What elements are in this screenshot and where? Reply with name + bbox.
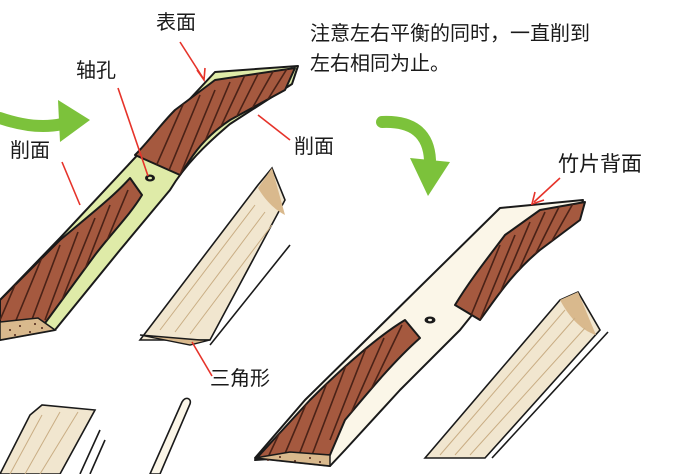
- bamboo-stick-bottom: [149, 397, 192, 474]
- label-cut-face-left: 削面: [10, 138, 50, 162]
- instruction-line-1: 注意左右平衡的同时，一直削到: [310, 21, 590, 45]
- right-propeller-blade: [254, 199, 586, 467]
- label-axle-hole: 轴孔: [76, 58, 116, 82]
- right-end-speckles: [267, 456, 321, 463]
- left-blade-end: [0, 317, 57, 341]
- label-cut-face-right: 削面: [294, 134, 334, 158]
- leader-cut-face-left: [61, 161, 81, 206]
- bamboo-strip-bottom-left: [0, 404, 106, 474]
- bamboo-strip-center: [138, 166, 291, 346]
- right-upper-cut-face: [454, 201, 586, 321]
- right-lower-cut-face: [254, 319, 421, 461]
- flow-arrow-left-icon: [0, 100, 90, 142]
- instruction-note: 注意左右平衡的同时，一直削到 左右相同为止。: [310, 18, 590, 78]
- left-lower-cut-face: [0, 177, 143, 339]
- right-strip-grain: [439, 309, 586, 456]
- leader-bamboo-back: [530, 177, 561, 206]
- bamboo-strip-right: [423, 290, 609, 459]
- left-propeller-blade: [0, 65, 299, 341]
- leader-triangle: [191, 341, 213, 377]
- label-triangle: 三角形: [210, 366, 270, 390]
- left-end-speckles: [9, 323, 43, 336]
- center-strip-grain: [159, 204, 273, 335]
- flow-arrow-right-icon: [376, 115, 450, 196]
- left-lower-grain: [0, 189, 129, 331]
- instruction-line-2: 左右相同为止。: [310, 51, 450, 75]
- label-bamboo-back: 竹片背面: [558, 152, 642, 176]
- leader-axle-hole: [117, 87, 149, 177]
- right-blade-end: [254, 451, 331, 467]
- leader-surface: [179, 41, 206, 83]
- label-surface: 表面: [156, 10, 196, 34]
- left-upper-cut-face: [134, 67, 296, 176]
- leader-cut-face-right: [257, 114, 291, 141]
